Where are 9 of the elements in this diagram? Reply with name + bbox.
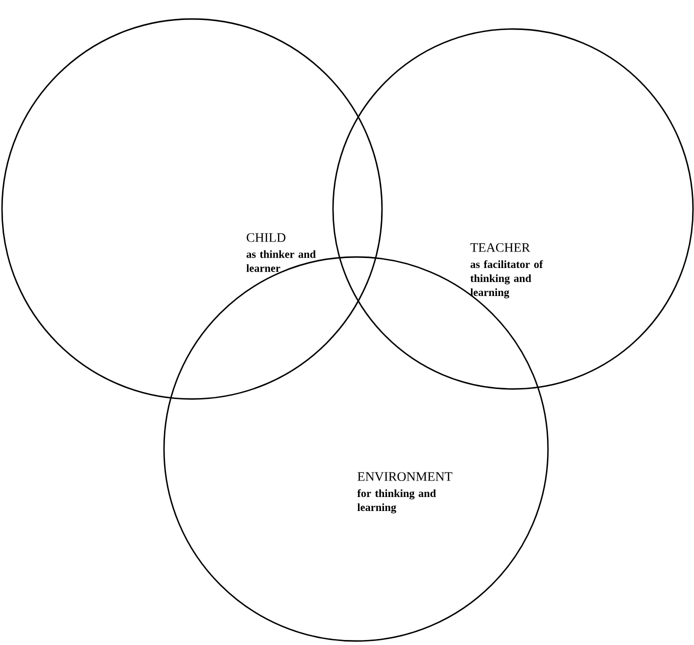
venn-circle <box>332 28 694 390</box>
circle-heading: CHILD <box>246 233 286 242</box>
circle-heading: TEACHER <box>470 243 530 252</box>
circle-heading: ENVIRONMENT <box>358 472 452 481</box>
circle-text: as facilitator of thinking and learning <box>470 260 543 298</box>
circle-text: as thinker and learner <box>246 250 316 272</box>
circle-text: for thinking and learning <box>357 489 436 514</box>
venn-circle <box>1 18 383 400</box>
venn-circle <box>163 256 549 642</box>
